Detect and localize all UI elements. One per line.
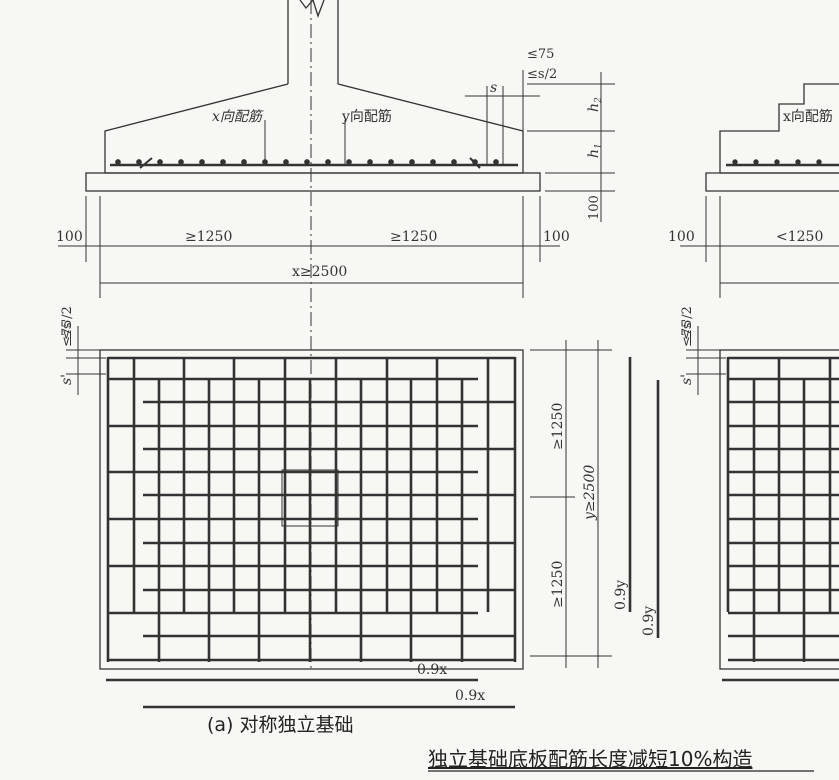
hook-left [139,157,153,169]
plan-view-a [66,326,660,709]
label-h1-group: h1 [586,143,604,158]
rp-blinding [705,172,839,192]
bar-dots [115,159,499,165]
rebar-dot [325,159,331,165]
plan-labels: ≤75 ≤s'/2 s' ≥1250 y≥2500 ≥1250 0.9y 0.9… [59,306,657,704]
break-symbol [299,0,325,19]
section-labels: x向配筋 y向配筋 ≤75 ≤s/2 s h2 h1 100 100 ≥1250… [56,47,604,280]
right-partial-drawing [680,83,839,682]
label-s: s [490,80,497,96]
label-y-bar: y向配筋 [341,108,392,125]
rebar-dot [199,159,205,165]
pr-dim-total: y≥2500 [582,465,598,521]
label-09y-2: 0.9y [641,606,657,636]
pl-sprime: s' [59,374,75,385]
rp-footing-outline [719,83,839,173]
rebar-dot [178,159,184,165]
rp-dots [732,159,822,165]
rebar-dot [367,159,373,165]
label-100-vert: 100 [587,195,602,220]
rebar-dot [346,159,352,165]
rebar-dot [795,159,801,165]
rp-le75-group: ≤75 [680,320,695,347]
label-x-bar: x向配筋 [212,109,264,125]
rebar-dot [241,159,247,165]
rebar-dot [157,159,163,165]
rebar-dot [409,159,415,165]
pr-bot-group: ≥1250 [550,561,566,608]
main-title: 独立基础底板配筋长度减短10%构造 [428,747,752,771]
rebar-dot [115,159,121,165]
label-09y-1: 0.9y [613,580,629,610]
pl-sprime-group: s' [59,374,75,385]
rebar-dot [732,159,738,165]
label-h1: h1 [586,143,604,158]
rp-label-x-bar: x向配筋 [783,108,833,125]
pl-le75-group: ≤75 [60,320,75,347]
rp-le-s2: ≤s'/2 [680,306,695,340]
rebar-dot [493,159,499,165]
label-le-s-half: ≤s/2 [527,67,557,82]
rp-le75: ≤75 [680,320,695,347]
label-le75: ≤75 [527,47,554,62]
rebar-dot [304,159,310,165]
dim-half-left: ≥1250 [185,229,232,245]
dim-right-100: 100 [543,229,570,245]
label-100-vert-group: 100 [587,195,602,220]
plan-vertical-bars [106,357,517,662]
rebar-dot [451,159,457,165]
dim-half-right: ≥1250 [390,229,437,245]
plan-outline [99,349,524,670]
rebar-dot [753,159,759,165]
rp-sprime: s' [679,374,695,385]
hook-right [469,157,481,169]
rp-dim-100: 100 [668,229,695,245]
bar09y1-group: 0.9y [613,580,629,610]
pr-total-group: y≥2500 [582,465,598,521]
pl-le75: ≤75 [60,320,75,347]
caption-a: (a) 对称独立基础 [207,714,354,736]
pl-le-s2: ≤s'/2 [60,306,75,340]
rebar-dot [774,159,780,165]
rebar-dot [136,159,142,165]
rp-plan-bars [726,356,839,662]
rebar-dot [430,159,436,165]
rebar-dot [283,159,289,165]
label-h2: h2 [586,97,604,112]
label-09x-2: 0.9x [455,688,485,704]
section-view-a [58,0,615,668]
bar09y2-group: 0.9y [641,606,657,636]
label-09x-1: 0.9x [417,662,447,678]
rp-sprime-group: s' [679,374,695,385]
rebar-dot [388,159,394,165]
rebar-dot [816,159,822,165]
pr-top-group: ≥1250 [550,403,566,450]
blinding-layer [85,172,541,192]
pl-le-s2-group: ≤s'/2 [60,306,75,340]
rp-le-s2-group: ≤s'/2 [680,306,695,340]
dim-total-x: x≥2500 [292,264,347,280]
pr-dim-top: ≥1250 [550,403,566,450]
plan-horizontal-bars [108,356,515,662]
label-h2-group: h2 [586,97,604,112]
right-partial-labels: x向配筋 100 <1250 ≤75 ≤s'/2 s' [668,108,833,385]
rp-plan-outline [719,349,839,670]
rp-dim-half: <1250 [776,229,823,245]
footing-slope-left [104,83,289,173]
dim-left-100: 100 [56,229,83,245]
pr-dim-bottom: ≥1250 [550,561,566,608]
rebar-dot [220,159,226,165]
